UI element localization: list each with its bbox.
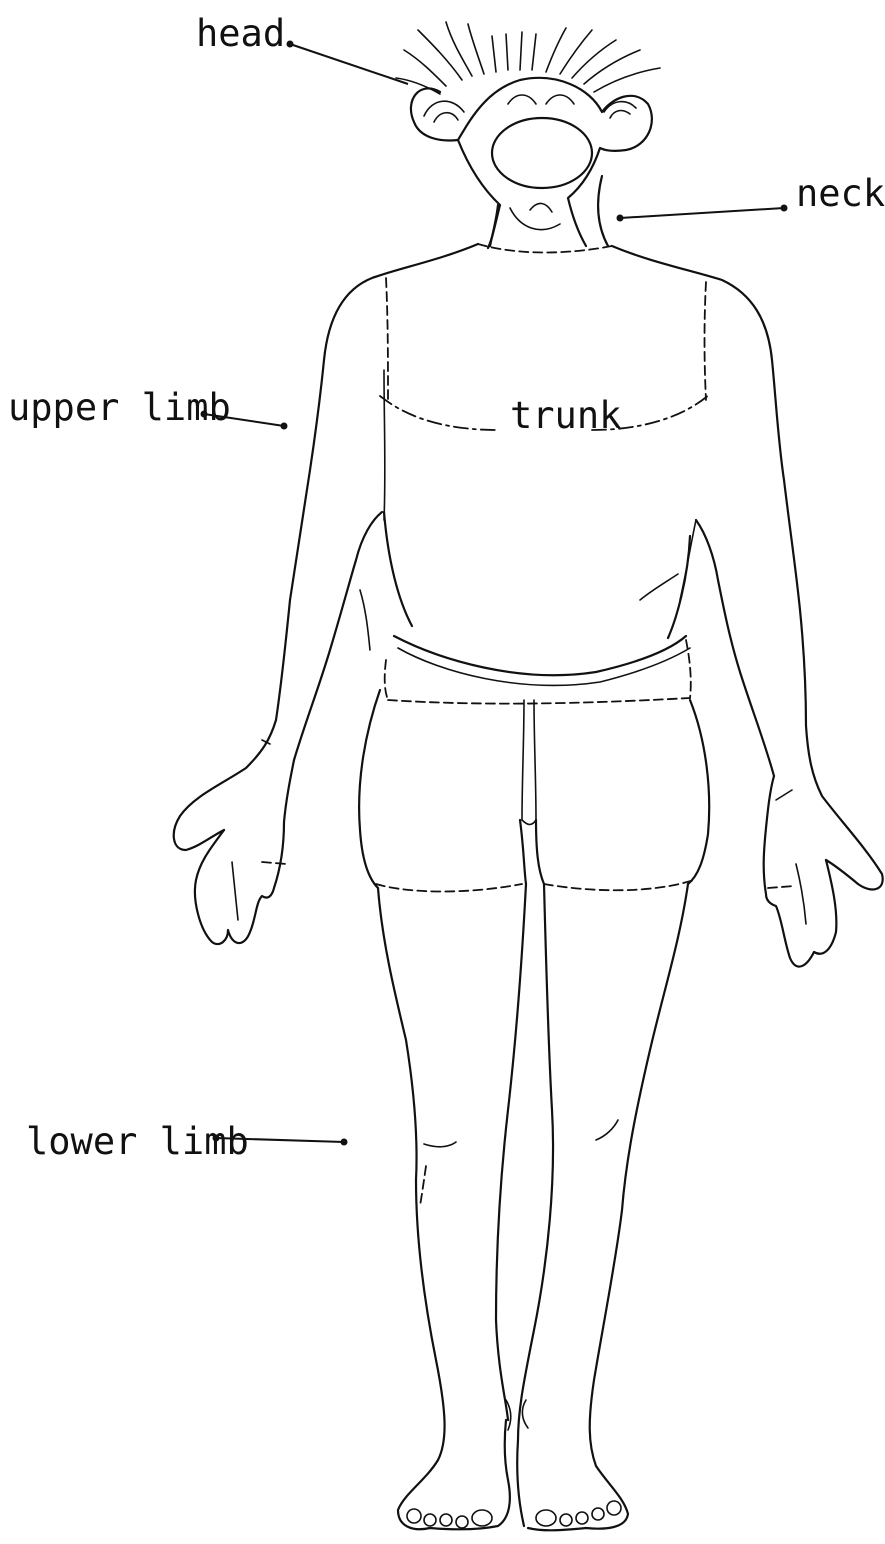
label-upper-limb-text: upper limb <box>8 386 231 429</box>
chest-line <box>380 396 498 430</box>
label-trunk-text: trunk <box>510 394 621 437</box>
right-toes <box>536 1501 621 1526</box>
label-upper-limb: upper limb <box>8 386 288 430</box>
label-neck-text: neck <box>796 172 885 215</box>
label-head-text: head <box>196 12 285 55</box>
label-trunk: trunk <box>510 394 621 437</box>
label-neck: neck <box>617 172 885 222</box>
label-lower-limb: lower limb <box>26 1120 348 1163</box>
left-toes <box>407 1509 492 1528</box>
head-drawing <box>396 22 660 248</box>
label-lower-limb-text: lower limb <box>26 1120 249 1163</box>
neck-boundary <box>478 244 612 253</box>
pelvis-drawing <box>359 636 709 892</box>
hair <box>396 22 660 94</box>
legs-drawing <box>378 884 688 1530</box>
nose <box>492 118 592 188</box>
body-outline <box>174 244 883 967</box>
head-outline <box>411 78 652 248</box>
label-head: head <box>196 12 408 84</box>
